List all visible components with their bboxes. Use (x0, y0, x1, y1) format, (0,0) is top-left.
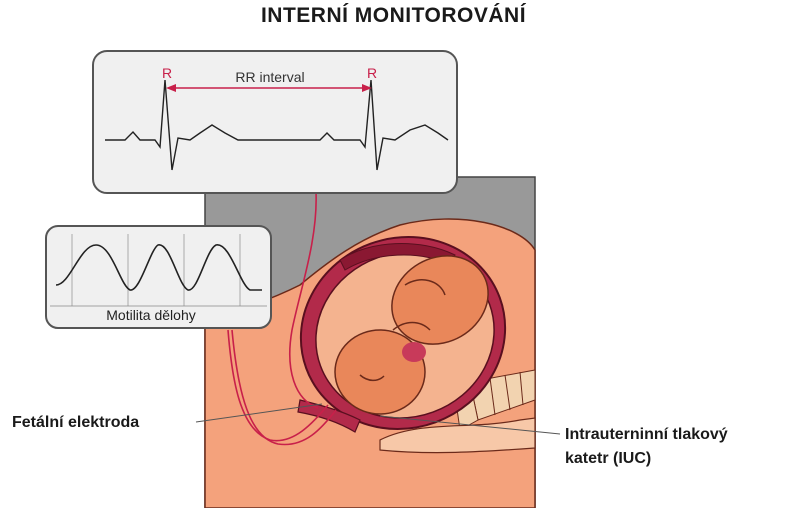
r-label-right: R (367, 65, 377, 81)
iuc-label-line1: Intrauterninní tlakový (565, 424, 728, 446)
uterine-panel-label: Motilita dělohy (106, 307, 196, 323)
fetal-electrode-label: Fetální elektroda (12, 412, 139, 434)
iuc-label-line2: katetr (IUC) (565, 448, 651, 470)
r-label-left: R (162, 65, 172, 81)
rr-interval-label: RR interval (235, 69, 304, 85)
